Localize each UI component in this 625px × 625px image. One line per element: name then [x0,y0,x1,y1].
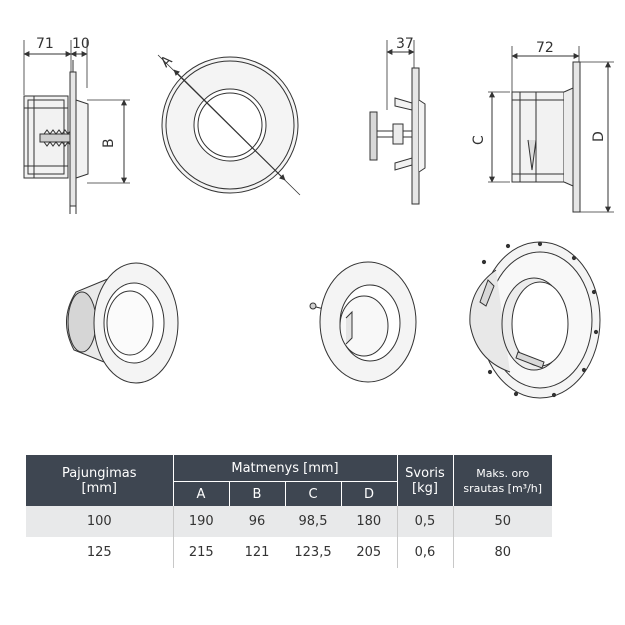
header-b: B [229,481,286,506]
table-row: 125 215 121 123,5 205 0,6 80 [26,537,552,568]
front-section-drawing [23,40,130,214]
iso-view-handle [309,261,417,383]
header-d: D [341,481,398,506]
header-dimensions: Matmenys [mm] [173,455,398,482]
cell-b: 121 [229,537,285,568]
dim-b-label: B [101,138,117,148]
cell-weight: 0,6 [397,537,454,568]
header-airflow: Maks. oro srautas [m³/h] [453,455,552,506]
header-a: A [173,481,230,506]
rear-section-drawing [488,46,614,213]
front-view-drawing [157,54,301,196]
dim-72-label: 72 [536,40,554,56]
cell-weight: 0,5 [397,506,454,537]
iso-view-rear [469,241,601,399]
dim-37-label: 37 [396,36,414,52]
dim-10-label: 10 [72,36,90,52]
cell-c: 98,5 [285,506,341,537]
table-row: 100 190 96 98,5 180 0,5 50 [26,506,552,537]
dim-d-label: D [591,131,607,142]
iso-view-front-left [65,262,179,384]
cell-connection: 100 [26,506,174,537]
cell-d: 180 [341,506,398,537]
side-handle-drawing [369,40,426,205]
cell-airflow: 50 [453,506,552,537]
header-c: C [285,481,342,506]
cell-c: 123,5 [285,537,341,568]
dim-71-label: 71 [36,36,54,52]
cell-d: 205 [341,537,398,568]
header-weight: Svoris [kg] [397,455,454,506]
cell-airflow: 80 [453,537,552,568]
dim-a-label: A [158,52,176,70]
dim-c-label: C [471,135,487,145]
header-connection: Pajungimas [mm] [26,455,174,506]
technical-drawings: 71 10 B A 37 [23,36,614,399]
cell-connection: 125 [26,537,174,568]
spec-table: Pajungimas [mm] Matmenys [mm] Svoris [kg… [26,455,552,568]
cell-b: 96 [229,506,285,537]
cell-a: 190 [173,506,229,537]
cell-a: 215 [173,537,229,568]
